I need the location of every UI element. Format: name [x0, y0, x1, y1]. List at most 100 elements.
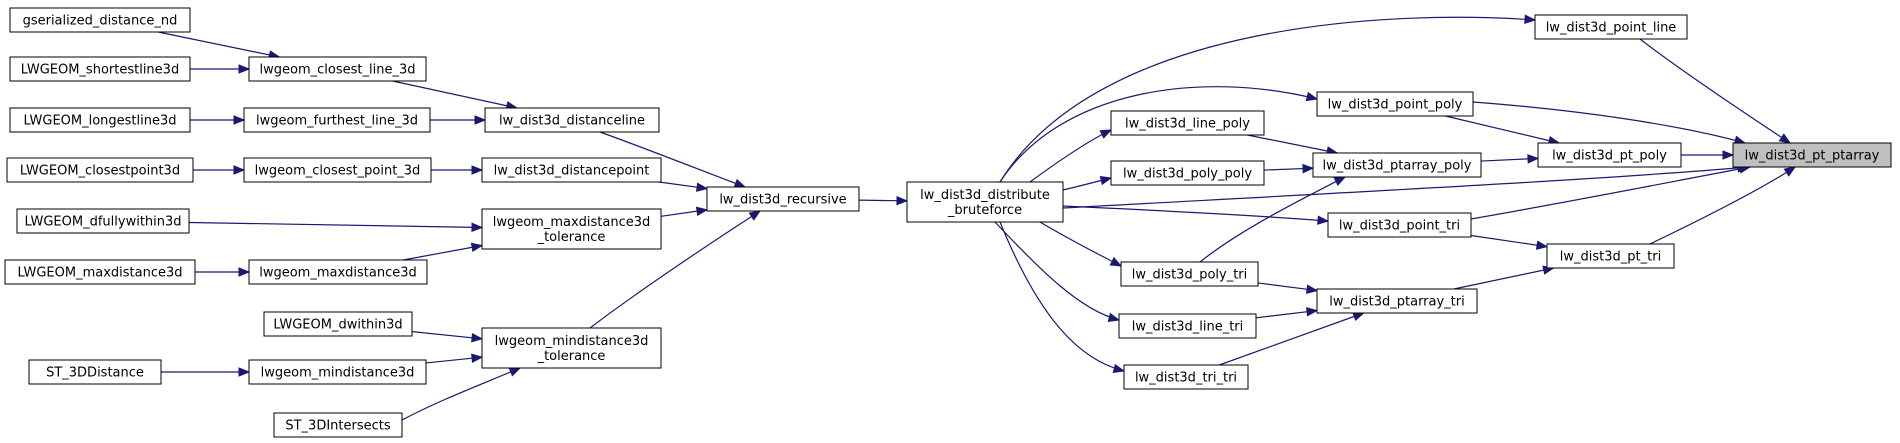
- node-lw-dist3d-point-tri[interactable]: lw_dist3d_point_tri: [1327, 212, 1472, 238]
- node-lwgeom-furthest-line-3d[interactable]: lwgeom_furthest_line_3d: [243, 107, 431, 133]
- node-label: LWGEOM_dwithin3d: [273, 318, 402, 333]
- node-lwgeom-closest-line-3d[interactable]: lwgeom_closest_line_3d: [248, 56, 427, 82]
- edge-distribute-to-poly_tri: [1039, 221, 1122, 267]
- arrowhead: [1524, 14, 1537, 24]
- node-label: lw_dist3d_point_tri: [1339, 219, 1460, 234]
- node-label: lw_dist3d_line_poly: [1125, 117, 1250, 132]
- node-lw-dist3d-poly-tri[interactable]: lw_dist3d_poly_tri: [1120, 261, 1259, 287]
- arrowhead: [733, 178, 747, 188]
- node-lw-dist3d-distancepoint[interactable]: lw_dist3d_distancepoint: [481, 157, 662, 183]
- node-lwgeom-maxdistance3d[interactable]: LWGEOM_maxdistance3d: [4, 259, 196, 285]
- edge-distribute-to-tri_tri: [999, 221, 1125, 372]
- node-box: [273, 412, 403, 438]
- edge-line_poly-to-ptarray_poly: [1247, 134, 1338, 154]
- arrowhead: [695, 182, 709, 192]
- node-label: lw_dist3d_pt_ptarray: [1745, 149, 1880, 164]
- node-lwgeom-closest-point-3d[interactable]: lwgeom_closest_point_3d: [243, 157, 432, 183]
- node-label: lw_dist3d_distanceline: [499, 114, 645, 129]
- node-lw-dist3d-point-poly[interactable]: lw_dist3d_point_poly: [1316, 91, 1474, 117]
- node-box: [243, 157, 432, 183]
- node-label: lwgeom_maxdistance3d: [493, 215, 651, 230]
- node-st-3ddistance[interactable]: ST_3DDistance: [28, 359, 162, 385]
- node-box: [481, 157, 662, 183]
- node-box: [248, 56, 427, 82]
- arrowhead: [1333, 176, 1347, 186]
- node-label: ST_3DDistance: [46, 366, 144, 381]
- node-lwgeom-mindistance3d[interactable]: lwgeom_mindistance3d_tolerance: [481, 327, 662, 369]
- node-label: lw_dist3d_tri_tri: [1135, 371, 1237, 386]
- node-lw-dist3d-point-line[interactable]: lw_dist3d_point_line: [1534, 14, 1688, 40]
- arrowhead: [896, 195, 909, 206]
- node-st-3dintersects[interactable]: ST_3DIntersects: [273, 412, 403, 438]
- node-label: LWGEOM_closestpoint3d: [20, 164, 180, 179]
- node-label: LWGEOM_shortestline3d: [21, 63, 179, 78]
- node-box: [1732, 142, 1892, 168]
- edge-point_poly-to-pt_poly: [1445, 115, 1560, 144]
- node-lwgeom-dfullywithin3d[interactable]: LWGEOM_dfullywithin3d: [16, 208, 190, 234]
- arrowhead: [471, 165, 484, 175]
- arrowhead: [1302, 163, 1315, 174]
- node-lw-dist3d-distribute[interactable]: lw_dist3d_distribute_bruteforce: [906, 181, 1064, 223]
- edge-distribute-to-point_tri: [1062, 205, 1329, 222]
- node-lw-dist3d-pt-ptarray[interactable]: lw_dist3d_pt_ptarray: [1732, 142, 1892, 168]
- edge-st3dintersects-to-mindist_tol: [401, 367, 521, 421]
- node-box: [1110, 110, 1265, 136]
- node-label: _bruteforce: [947, 203, 1022, 218]
- node-label: lwgeom_closest_line_3d: [260, 63, 416, 78]
- node-lw-dist3d-pt-poly[interactable]: lw_dist3d_pt_poly: [1537, 142, 1682, 168]
- node-label: lw_dist3d_pt_poly: [1552, 149, 1667, 164]
- arrowhead: [1305, 284, 1319, 294]
- node-box: [1316, 288, 1478, 314]
- node-label: ST_3DIntersects: [285, 419, 391, 434]
- arrowhead: [1305, 91, 1319, 102]
- node-lw-dist3d-line-poly[interactable]: lw_dist3d_line_poly: [1110, 110, 1265, 136]
- node-label: _tolerance: [537, 349, 606, 364]
- node-label: lwgeom_mindistance3d: [495, 334, 649, 349]
- edge-dwithin-to-mindist_tol: [411, 331, 483, 340]
- arrowhead: [748, 210, 762, 221]
- arrowhead: [238, 64, 251, 74]
- node-label: lw_dist3d_point_line: [1546, 21, 1677, 36]
- node-lwgeom-closestpoint3d[interactable]: LWGEOM_closestpoint3d: [6, 157, 194, 183]
- node-lw-dist3d-ptarray-poly[interactable]: lw_dist3d_ptarray_poly: [1312, 152, 1482, 178]
- node-box: [248, 259, 428, 285]
- arrowhead: [233, 165, 246, 175]
- node-lw-dist3d-recursive[interactable]: lw_dist3d_recursive: [706, 186, 860, 212]
- edge-dfullywithin-to-maxdist_tol: [188, 221, 483, 229]
- node-label: lw_dist3d_pt_tri: [1560, 250, 1661, 265]
- node-lw-dist3d-distanceline[interactable]: lw_dist3d_distanceline: [484, 107, 660, 133]
- node-gserialized-distance-nd[interactable]: gserialized_distance_nd: [9, 7, 191, 33]
- node-label: lw_dist3d_point_poly: [1328, 98, 1463, 113]
- node-label: lw_dist3d_ptarray_poly: [1323, 159, 1472, 174]
- node-lwgeom-dwithin3d[interactable]: LWGEOM_dwithin3d: [263, 311, 413, 337]
- node-lwgeom-maxdistance3d[interactable]: lwgeom_maxdistance3d_tolerance: [481, 208, 662, 250]
- node-lw-dist3d-pt-tri[interactable]: lw_dist3d_pt_tri: [1546, 243, 1675, 269]
- node-label: lw_dist3d_ptarray_tri: [1329, 295, 1465, 310]
- node-lwgeom-maxdistance3d[interactable]: lwgeom_maxdistance3d: [248, 259, 428, 285]
- node-label: lwgeom_closest_point_3d: [255, 164, 421, 179]
- node-lw-dist3d-tri-tri[interactable]: lw_dist3d_tri_tri: [1123, 364, 1249, 390]
- node-lw-dist3d-line-tri[interactable]: lw_dist3d_line_tri: [1118, 313, 1257, 339]
- node-box: [248, 359, 427, 385]
- node-box: [481, 327, 662, 369]
- node-box: [6, 157, 194, 183]
- node-lwgeom-longestline3d[interactable]: LWGEOM_longestline3d: [9, 107, 191, 133]
- node-box: [481, 208, 662, 250]
- node-lwgeom-shortestline3d[interactable]: LWGEOM_shortestline3d: [9, 56, 191, 82]
- node-lwgeom-mindistance3d[interactable]: lwgeom_mindistance3d: [248, 359, 427, 385]
- edge-distribute-to-point_poly: [999, 86, 1318, 183]
- edge-point_line-to-pt_ptarray: [1639, 38, 1791, 144]
- edge-lwgeom_maxdist-to-maxdist_tol: [403, 244, 483, 261]
- arrowhead: [1783, 166, 1797, 177]
- node-box: [243, 107, 431, 133]
- node-lw-dist3d-poly-poly[interactable]: lw_dist3d_poly_poly: [1110, 160, 1265, 186]
- node-box: [1534, 14, 1688, 40]
- arrowhead: [474, 115, 487, 125]
- node-label: lw_dist3d_recursive: [719, 193, 846, 208]
- edge-closest_line-to-distanceline: [392, 80, 517, 109]
- arrowhead: [471, 353, 484, 363]
- node-lw-dist3d-ptarray-tri[interactable]: lw_dist3d_ptarray_tri: [1316, 288, 1478, 314]
- arrowhead: [1535, 240, 1549, 250]
- node-label: lw_dist3d_distribute: [920, 188, 1050, 203]
